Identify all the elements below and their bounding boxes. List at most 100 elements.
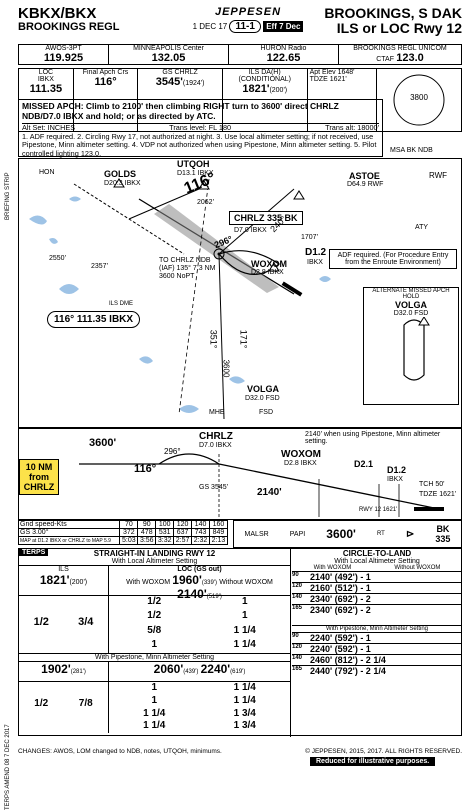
- loc-course-box: 116° 111.35 IBKX: [47, 311, 141, 328]
- circle-pipe-speed: 140: [292, 655, 303, 661]
- map-time: 5:03: [119, 536, 139, 545]
- briefing-strip-label: BRIEFING STRIP: [5, 172, 11, 220]
- alt-set-row: Alt Set: INCHES Trans level: FL 180 Tran…: [22, 123, 379, 133]
- ils-min-da-sub: (200'): [69, 579, 88, 586]
- profile-d12: D1.2: [387, 465, 407, 475]
- circle-pipe-min: 2240' (592') - 1: [310, 633, 371, 643]
- gs-fix: CHRLZ: [174, 69, 198, 76]
- runway-symbol: [281, 281, 303, 297]
- speed-hdr: 120: [173, 520, 193, 529]
- chrlz-sub: D7.0 IBKX: [234, 227, 267, 234]
- d12-sub: IBKX: [307, 259, 323, 266]
- circle-pipe-min: 2460' (812') - 2 1/4: [310, 655, 386, 665]
- pipe-with-mda: 2060': [153, 662, 184, 676]
- ils-min-label: ILS: [58, 566, 69, 573]
- pipe-without-mda: 2240': [200, 662, 231, 676]
- msa-circle: [393, 74, 445, 126]
- elev-cell: Apt Elev 1648' TDZE 1621': [306, 68, 378, 132]
- loc-ident: IBKX: [37, 76, 54, 83]
- loc-vis-a-full: 1/2: [147, 596, 162, 607]
- radio-label: HURON Radio: [260, 45, 307, 52]
- minima-da-row: ILS 1821'(200') LOC (GS out) With WOXOM …: [19, 565, 290, 601]
- loc-with-mda: 1960': [172, 573, 202, 587]
- minima-block: TERPS STRAIGHT-IN LANDING RWY 12 With Lo…: [18, 548, 462, 737]
- copyright-text: © JEPPESEN, 2015, 2017. ALL RIGHTS RESER…: [305, 748, 462, 755]
- loc-without-mda-sub: (519'): [206, 594, 222, 600]
- final-crs-label: Final Apch Crs: [82, 69, 129, 76]
- terps-label: TERPS: [19, 549, 49, 556]
- route-volga: [218, 253, 225, 420]
- rt-label: RT: [376, 531, 385, 537]
- circle-woxom-heads: With WOXOM Without WOXOM: [292, 565, 462, 571]
- alt-set: Alt Set: INCHES: [22, 123, 76, 132]
- woxom-fix-symbol: [268, 262, 280, 272]
- pipestone-label: With Pipestone, Minn Altimeter Setting: [19, 653, 290, 661]
- map-time: 2:57: [173, 536, 193, 545]
- spot-elev-2062: 2062': [197, 199, 214, 206]
- center-label: MINNEAPOLIS Center: [133, 45, 204, 52]
- gs-angle: 3.00°: [32, 529, 49, 536]
- missed-alt: 3600': [326, 527, 356, 541]
- pipe-da-box: 1902'(281'): [19, 662, 109, 681]
- pipe-with-mda-sub: (439'): [183, 669, 199, 675]
- loc-label: LOC: [38, 69, 54, 76]
- gs-rate: 637: [173, 528, 193, 537]
- gs-alt-sub: (1924'): [182, 80, 205, 87]
- circle-speed: 140: [292, 594, 303, 600]
- papi-label: PAPI: [289, 530, 306, 538]
- map-time: 2:32: [191, 536, 210, 545]
- spot-elev-1707: 1707': [301, 234, 318, 241]
- profile-chrlz-sub: D7.0 IBKX: [199, 442, 232, 449]
- pipe-vis-d-full: 1 1/4: [143, 720, 166, 732]
- chart-number: 11-1: [229, 20, 261, 33]
- speed-hdr: 70: [119, 520, 139, 529]
- ils-da-box: ILS 1821'(200'): [19, 566, 109, 595]
- gs-rate: 743: [191, 528, 210, 537]
- city-name: BROOKINGS, S DAK: [324, 5, 462, 21]
- alt-hold-sub: D32.0 FSD: [393, 310, 429, 317]
- map-time: 2:13: [208, 536, 229, 545]
- golds-sub: D20.3 IBKX: [104, 180, 141, 187]
- reduced-banner: Reduced for illustrative purposes.: [310, 757, 436, 766]
- awos-cell: AWOS-3PT 119.925: [18, 44, 109, 65]
- utqoh-label: UTQOH: [177, 159, 210, 169]
- ctaf-freq: 123.0: [396, 52, 424, 64]
- route-mhe: [178, 178, 210, 415]
- loc-vis-d-rail: 1 1/4: [233, 638, 256, 650]
- aty-label: ATY: [415, 224, 429, 231]
- pipe-ils-full: 1/2: [34, 698, 49, 709]
- local-alt-label: With Local Altimeter Setting: [111, 558, 198, 565]
- radio-freq: 122.65: [266, 52, 301, 64]
- fsd-label: FSD: [259, 409, 273, 416]
- map-time: 3:32: [155, 536, 175, 545]
- gs-row-label: GS: [20, 529, 31, 536]
- golds-label: GOLDS: [104, 169, 137, 179]
- trans-alt: Trans alt: 18000': [325, 123, 379, 132]
- pipe-mda-box: 2060'(439') 2240'(619'): [109, 662, 290, 681]
- loc-with-mda-sub: (339'): [201, 580, 217, 586]
- unicom-cell: BROOKINGS REGL UNICOM CTAF 123.0: [338, 44, 462, 65]
- plan-view-map: [29, 178, 331, 420]
- profile-d21: D2.1: [354, 459, 374, 469]
- ils-min-da: 1821': [39, 573, 70, 587]
- astoe-sub: D64.9 RWF: [347, 181, 384, 188]
- loc-vis-a-rail: 1: [241, 596, 248, 607]
- speed-hdr: 160: [208, 520, 229, 529]
- speed-hdr-label: Gnd speed-Kts: [17, 520, 121, 529]
- profile-crs-296: 296°: [164, 447, 181, 456]
- circle-min: 2340' (692') - 2: [310, 594, 371, 604]
- pipe-da-row: 1902'(281') 2060'(439') 2240'(619'): [19, 661, 290, 681]
- circle-with-woxom: With WOXOM: [313, 565, 352, 571]
- pipe-da-sub: (281'): [70, 669, 86, 675]
- pipe-vis-d-rail: 1 3/4: [233, 720, 256, 732]
- pipe-vis-b-rail: 1 1/4: [233, 694, 256, 706]
- chrlz-box: CHRLZ 335 BK: [229, 211, 303, 225]
- spot-elev-2357: 2357': [91, 263, 108, 270]
- chart-header: KBKX/BKX BROOKINGS REGL JEPPESEN 1 DEC 1…: [18, 6, 462, 44]
- tdze-label: TDZE 1621': [309, 76, 347, 83]
- radio-cell: HURON Radio 122.65: [228, 44, 339, 65]
- profile-crs-116: 116°: [134, 463, 157, 475]
